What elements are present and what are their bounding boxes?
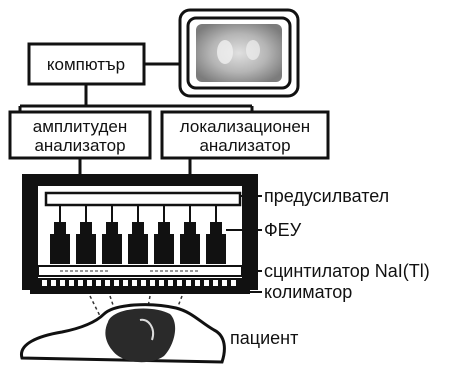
computer-label: компютър — [47, 55, 125, 74]
patient-label: пациент — [230, 328, 298, 348]
amplitude-analyzer-label-1: амплитуден — [33, 117, 127, 136]
pmt-tube — [76, 205, 96, 264]
collimator — [30, 278, 250, 294]
monitor-display — [180, 10, 298, 96]
pmt-array — [50, 205, 226, 264]
pmt-tube — [102, 205, 122, 264]
amplitude-analyzer-box: амплитуден анализатор — [10, 112, 150, 158]
preamplifier-label: предусилвател — [264, 186, 389, 206]
localization-analyzer-box: локализационен анализатор — [162, 112, 328, 158]
localization-analyzer-label-1: локализационен — [180, 117, 310, 136]
preamplifier-bar — [46, 193, 240, 205]
localization-analyzer-label-2: анализатор — [199, 136, 290, 155]
computer-box: компютър — [29, 44, 144, 84]
amplitude-analyzer-label-2: анализатор — [34, 136, 125, 155]
pmt-tube — [180, 205, 200, 264]
pmt-label: ФЕУ — [264, 220, 302, 240]
scintillator-crystal — [38, 266, 242, 276]
pmt-tube — [154, 205, 174, 264]
collimator-label: колиматор — [264, 282, 352, 302]
pmt-tube — [50, 205, 70, 264]
screen-image — [196, 24, 282, 82]
detector-head — [22, 174, 258, 294]
pmt-tube — [128, 205, 148, 264]
pmt-tube — [206, 205, 226, 264]
scintillator-label: сцинтилатор NaI(Tl) — [264, 261, 430, 281]
patient-figure — [21, 305, 224, 363]
